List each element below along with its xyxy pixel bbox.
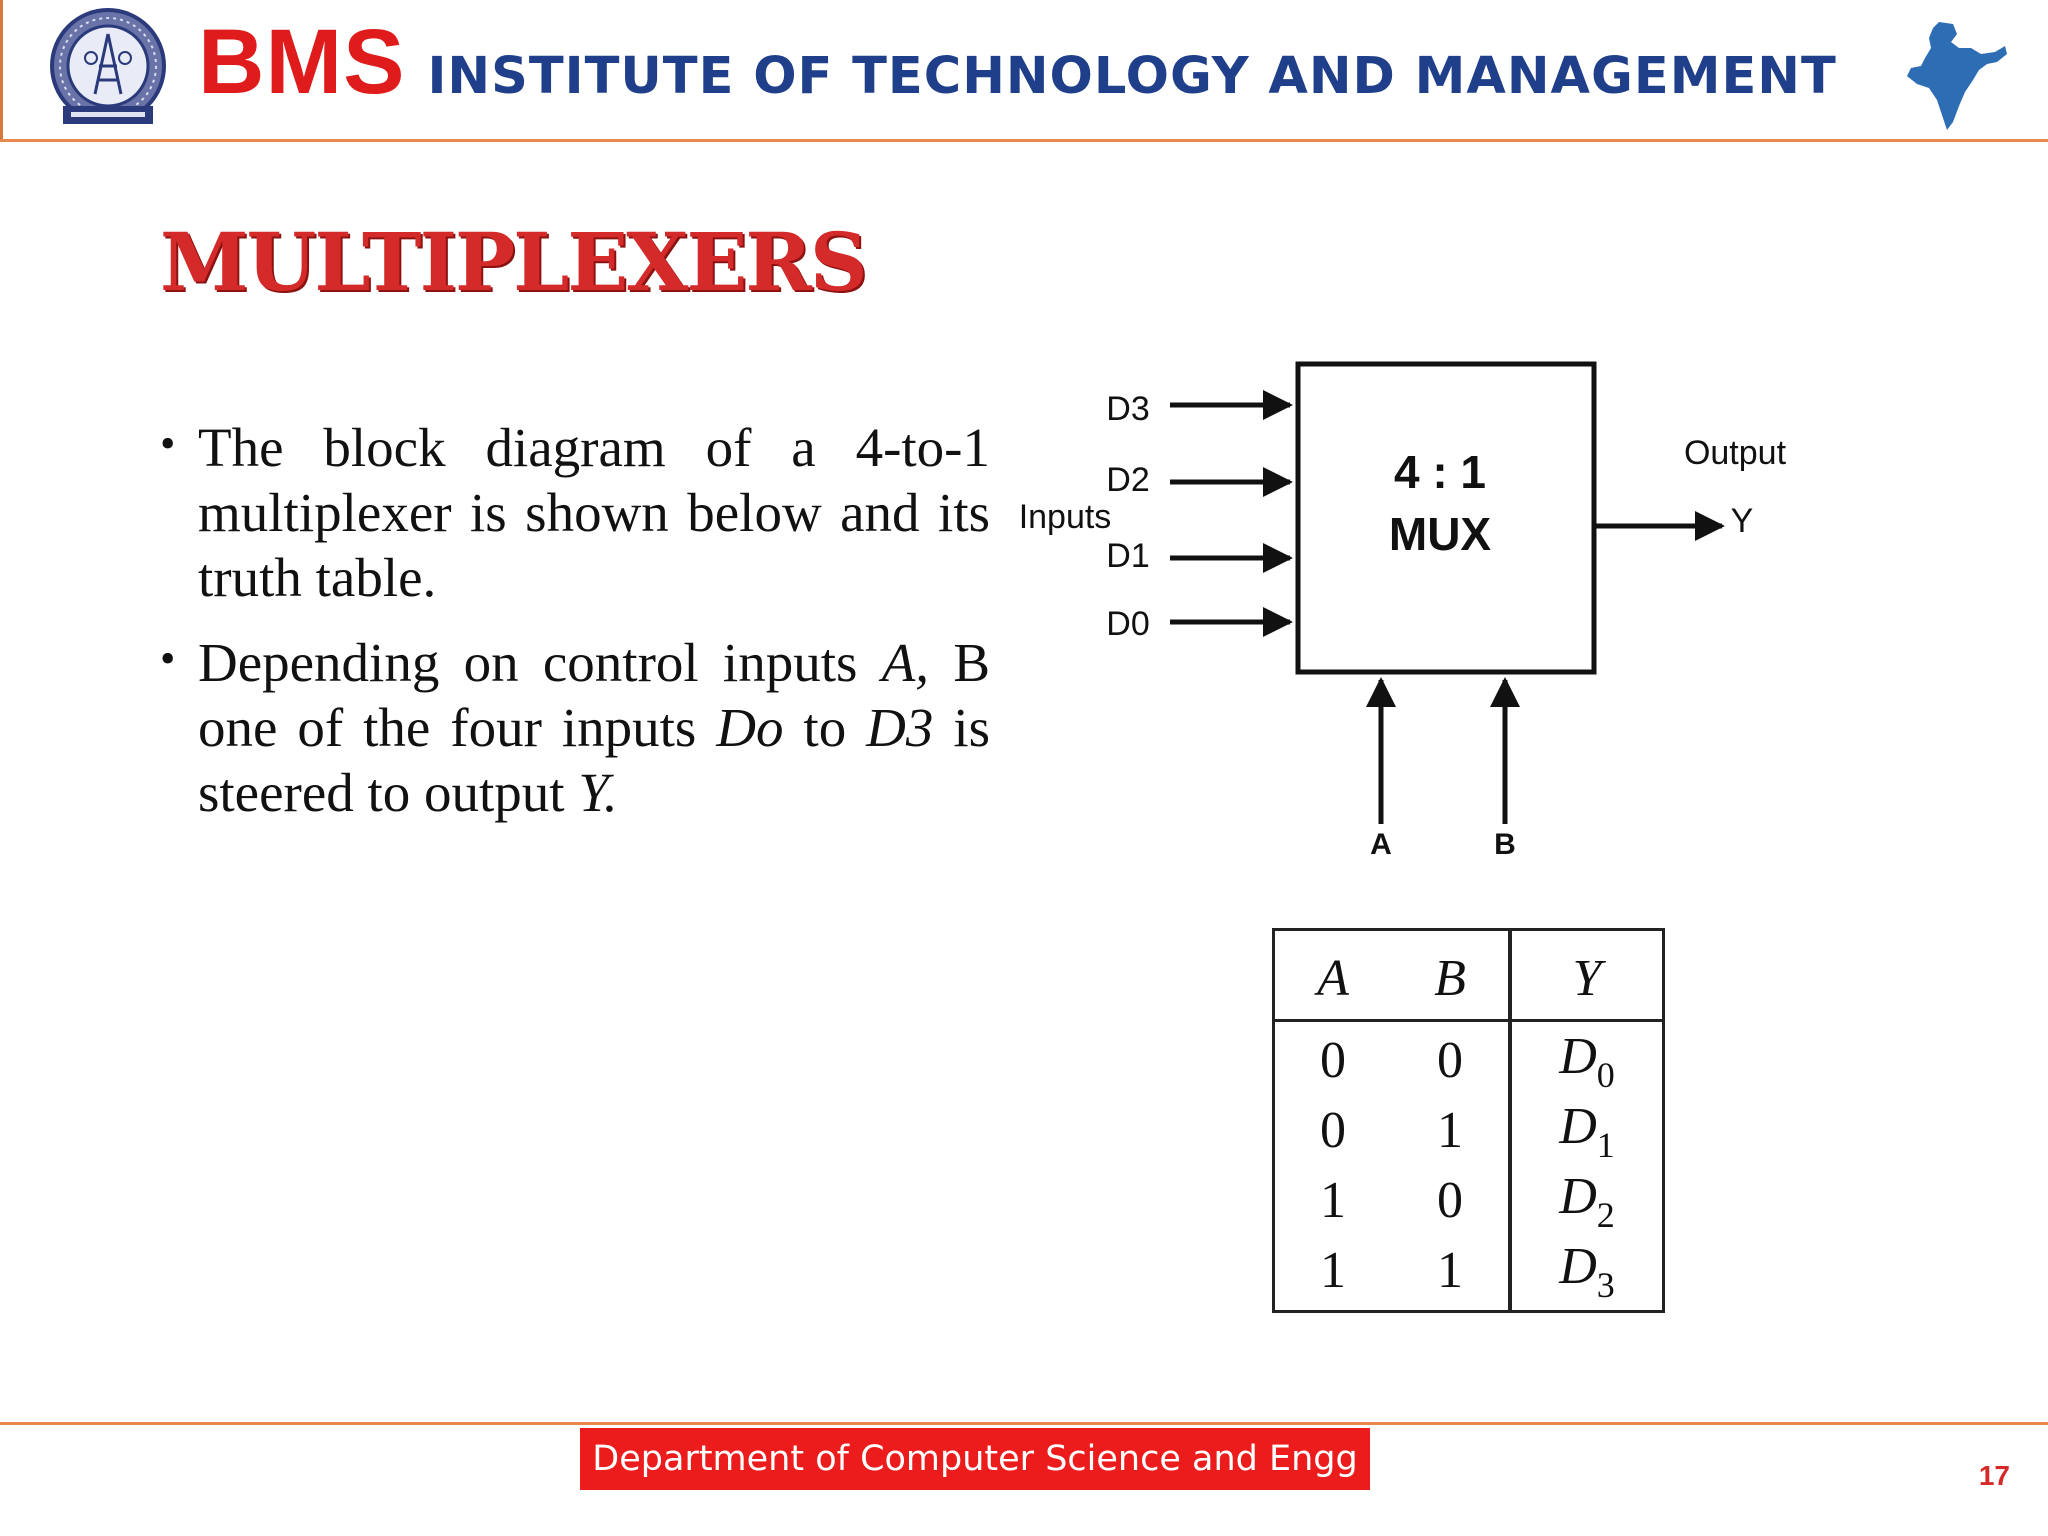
table-cell-a: 0 xyxy=(1320,1102,1346,1159)
table-cell-b: 1 xyxy=(1437,1242,1463,1299)
footer-rule xyxy=(0,1422,2048,1425)
mux-block-diagram: D3 D2 D1 D0 Inputs 4 : 1 MUX Output Y A … xyxy=(1019,361,1787,861)
table-header-y: Y xyxy=(1572,950,1602,1007)
table-cell-a: 1 xyxy=(1320,1242,1346,1299)
page-number: 17 xyxy=(1978,1460,2010,1491)
output-subscript: 3 xyxy=(1596,1265,1615,1305)
input-label-d1: D1 xyxy=(1106,537,1149,575)
department-label: Department of Computer Science and Engg xyxy=(580,1428,1370,1490)
table-cell-b: 0 xyxy=(1437,1172,1463,1229)
bullet-text-italic: Do xyxy=(716,697,784,758)
institute-logo-icon xyxy=(50,8,166,124)
output-symbol: Y xyxy=(1731,502,1754,540)
institute-abbr: BMS xyxy=(198,11,406,113)
institute-full-name: INSTITUTE OF TECHNOLOGY AND MANAGEMENT xyxy=(427,47,1837,106)
mux-name-label: MUX xyxy=(1389,508,1492,560)
slide-title: MULTIPLEXERS xyxy=(160,215,868,309)
mux-ratio-label: 4 : 1 xyxy=(1394,446,1486,498)
output-symbol-d: D xyxy=(1559,1098,1597,1155)
bullet-text-italic: D3 xyxy=(866,697,934,758)
input-label-d3: D3 xyxy=(1106,390,1149,428)
table-cell-a: 1 xyxy=(1320,1172,1346,1229)
header-bar: BMS INSTITUTE OF TECHNOLOGY AND MANAGEMEN… xyxy=(0,0,2048,140)
header-rule xyxy=(0,139,2048,142)
output-symbol-d: D xyxy=(1559,1028,1597,1085)
table-cell-y: D3 xyxy=(1547,1237,1627,1306)
output-symbol-d: D xyxy=(1559,1168,1597,1225)
bullet-text-italic: Y. xyxy=(578,762,618,823)
truth-table: A B Y 0 0 D0 0 1 D1 1 0 D2 1 1 D3 xyxy=(1272,928,1665,1313)
bullet-text: to xyxy=(783,697,867,758)
output-subscript: 1 xyxy=(1596,1125,1615,1165)
table-header-a: A xyxy=(1317,950,1349,1007)
output-label: Output xyxy=(1684,434,1787,472)
india-map-icon xyxy=(1907,22,2007,130)
bullet-text-italic: A, xyxy=(881,632,930,693)
bullet-text: B one of the four inputs xyxy=(198,632,991,758)
input-label-d0: D0 xyxy=(1106,605,1149,643)
bullet-point: The block diagram of a 4-to-1 multiplexe… xyxy=(160,411,990,610)
institute-name: BMS INSTITUTE OF TECHNOLOGY AND MANAGEMEN… xyxy=(198,10,1837,115)
table-divider xyxy=(1508,931,1512,1310)
inputs-label: Inputs xyxy=(1019,498,1112,536)
bullet-text: The block diagram of a 4-to-1 multiplexe… xyxy=(198,417,990,608)
table-cell-b: 0 xyxy=(1437,1032,1463,1089)
output-subscript: 0 xyxy=(1596,1055,1615,1095)
input-label-d2: D2 xyxy=(1106,461,1149,499)
table-cell-y: D2 xyxy=(1547,1167,1627,1236)
bullet-text: is steered to output xyxy=(198,697,991,823)
table-cell-b: 1 xyxy=(1437,1102,1463,1159)
table-header-b: B xyxy=(1434,950,1466,1007)
output-symbol-d: D xyxy=(1559,1238,1597,1295)
bullet-text: Depending on control inputs xyxy=(198,632,882,693)
table-cell-y: D1 xyxy=(1547,1097,1627,1166)
mux-box xyxy=(1295,361,1597,675)
table-header-rule xyxy=(1275,1019,1662,1022)
select-label-b: B xyxy=(1494,828,1516,861)
table-cell-a: 0 xyxy=(1320,1032,1346,1089)
select-label-a: A xyxy=(1370,828,1392,861)
output-subscript: 2 xyxy=(1596,1195,1615,1235)
bullet-list: The block diagram of a 4-to-1 multiplexe… xyxy=(160,411,991,845)
bullet-point: Depending on control inputs A, B one of … xyxy=(160,626,991,825)
table-cell-y: D0 xyxy=(1547,1027,1627,1096)
